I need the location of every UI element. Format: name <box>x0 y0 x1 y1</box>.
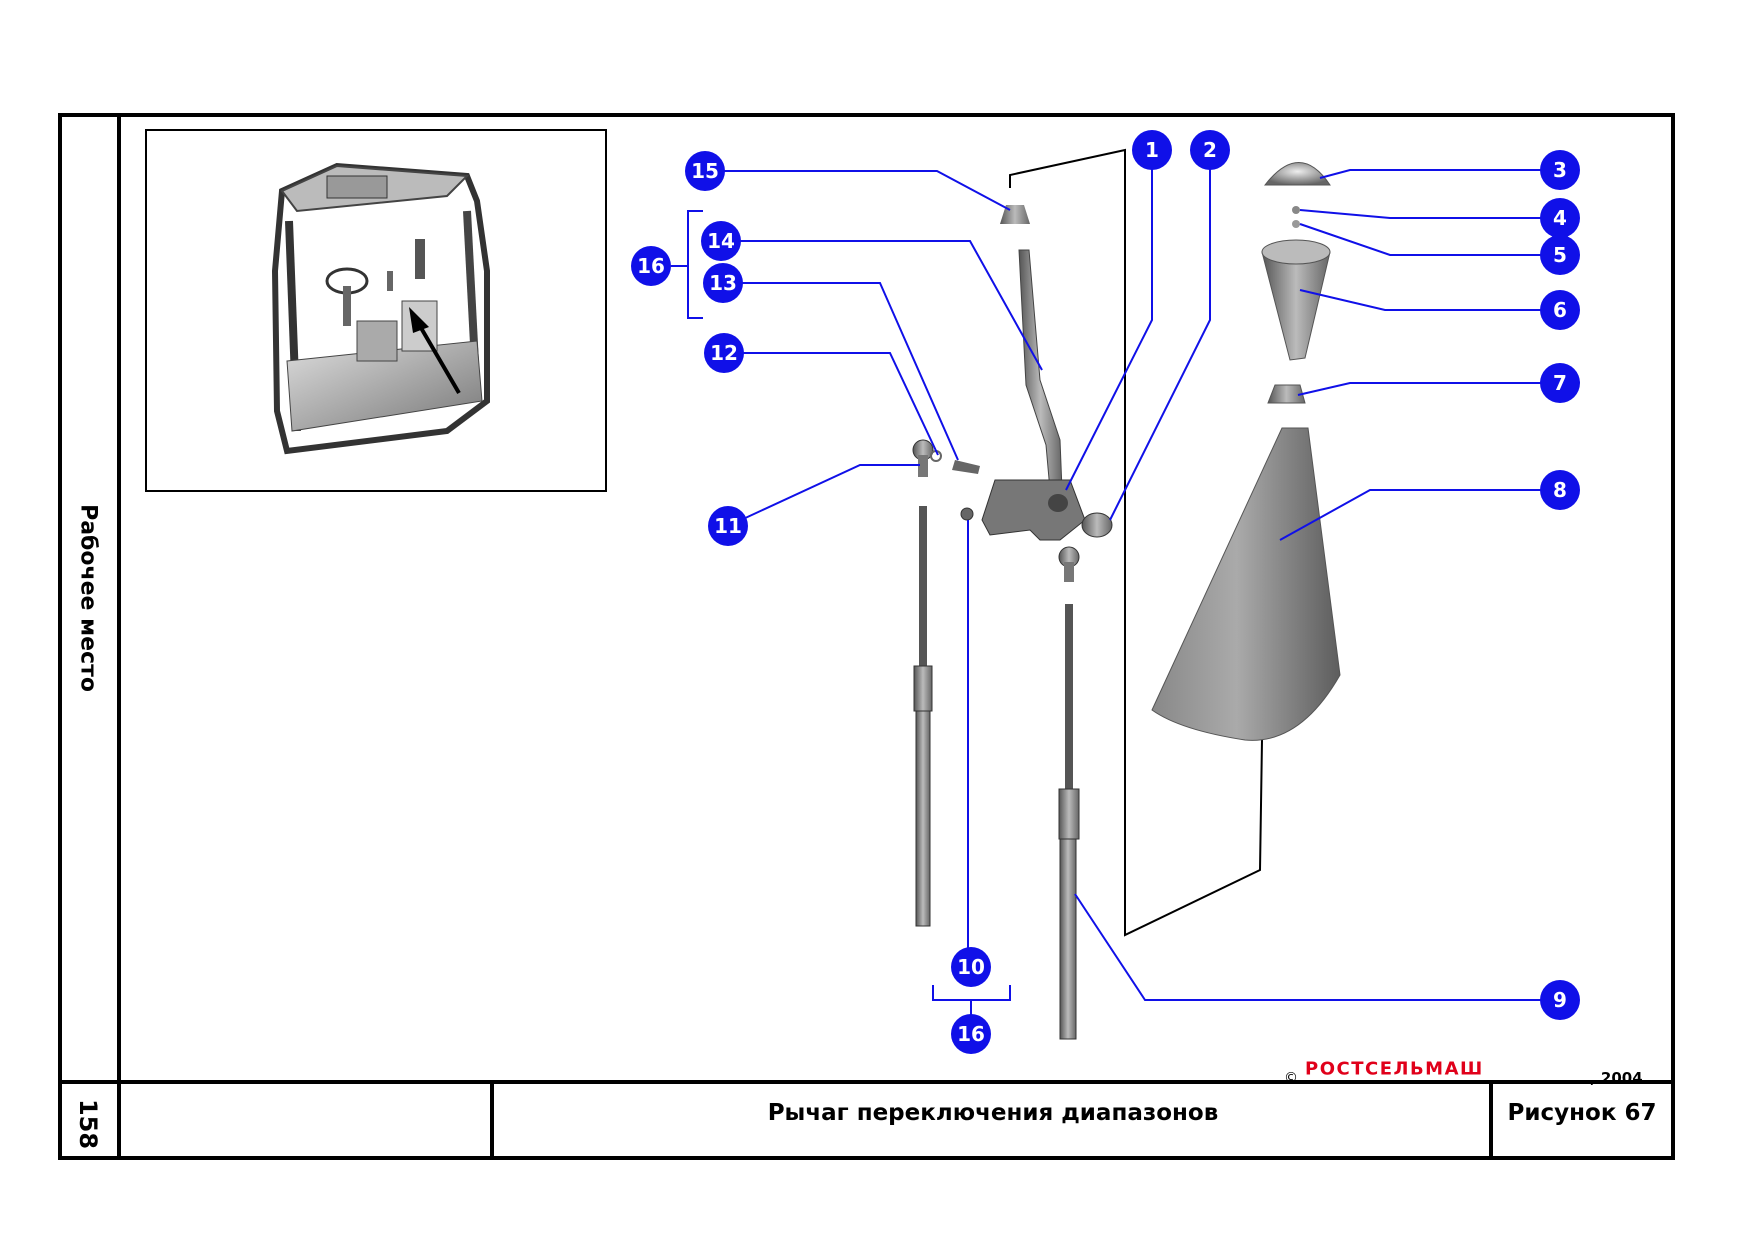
callout-4: 4 <box>1540 198 1580 238</box>
copyright-year: , 2004 <box>1590 1069 1643 1087</box>
callout-8: 8 <box>1540 470 1580 510</box>
leader-6 <box>1299 289 1550 311</box>
part-11-socket <box>918 455 928 477</box>
callout-7: 7 <box>1540 363 1580 403</box>
leader-8 <box>1279 489 1550 541</box>
callout-14: 14 <box>701 221 741 261</box>
right-cable-rod <box>1065 604 1073 789</box>
svg-text:9: 9 <box>1553 988 1567 1012</box>
part-7-collar <box>1267 384 1306 404</box>
leader-5 <box>1299 223 1550 256</box>
svg-text:10: 10 <box>957 955 985 979</box>
leader-11 <box>727 464 920 527</box>
callout-11: 11 <box>708 506 748 546</box>
callout-6: 6 <box>1540 290 1580 330</box>
left-cable-adjuster <box>913 665 933 712</box>
page-number-divider <box>58 1080 121 1084</box>
part-3-knob-top <box>1263 162 1331 186</box>
svg-text:2: 2 <box>1203 138 1217 162</box>
callouts: 1 2 3 4 5 6 7 8 9 10 11 12 13 14 15 16 1… <box>631 130 1580 1054</box>
callout-15: 15 <box>685 151 725 191</box>
title-block-separator-1 <box>490 1082 494 1158</box>
leader-4 <box>1299 209 1550 219</box>
part-1-bore <box>1048 494 1068 512</box>
part-4-washer <box>1292 206 1300 214</box>
svg-text:5: 5 <box>1553 243 1567 267</box>
svg-text:8: 8 <box>1553 478 1567 502</box>
part-13-bolt <box>952 460 980 474</box>
cab-illustration <box>271 162 490 455</box>
leader-12 <box>724 352 939 456</box>
figure-number: Рисунок 67 <box>1507 1100 1657 1126</box>
svg-text:6: 6 <box>1553 298 1567 322</box>
leader-13 <box>723 282 959 461</box>
leader-lines <box>671 150 1550 1015</box>
assembly-lines <box>1009 148 1263 937</box>
leader-7 <box>1297 382 1550 396</box>
right-cable-adjuster <box>1058 788 1080 840</box>
callout-10: 10 <box>951 947 991 987</box>
part-1-housing <box>981 479 1086 541</box>
leader-1 <box>1065 150 1153 491</box>
title-block-separator-2 <box>1489 1082 1493 1158</box>
title-block-divider <box>119 1080 1675 1084</box>
callout-9: 9 <box>1540 980 1580 1020</box>
assembly-line-a <box>1009 148 1263 937</box>
callout-2: 2 <box>1190 130 1230 170</box>
callout-1: 1 <box>1132 130 1172 170</box>
drawing-frame <box>58 113 1675 1160</box>
part-10-nut <box>960 507 974 521</box>
brand-logo: РОСТСЕЛЬМАШ <box>1305 1058 1484 1080</box>
leader-14 <box>721 240 1043 371</box>
svg-text:13: 13 <box>709 271 737 295</box>
svg-text:16: 16 <box>637 254 665 278</box>
bracket-16-lower <box>932 985 1011 1001</box>
left-cable-rod <box>919 506 927 666</box>
svg-text:7: 7 <box>1553 371 1567 395</box>
copyright-symbol: © <box>1284 1070 1298 1086</box>
figure-caption: Рычаг переключения диапазонов <box>767 1100 1219 1126</box>
part-8-boot <box>1151 427 1341 741</box>
left-cable-sleeve <box>915 710 931 927</box>
svg-text:12: 12 <box>710 341 738 365</box>
part-2-bushing <box>1081 512 1113 538</box>
side-column <box>58 113 121 1160</box>
callout-5: 5 <box>1540 235 1580 275</box>
callout-16-upper: 16 <box>631 246 671 286</box>
svg-text:1: 1 <box>1145 138 1159 162</box>
svg-text:16: 16 <box>957 1022 985 1046</box>
callout-13: 13 <box>703 263 743 303</box>
leader-9 <box>1074 893 1550 1001</box>
svg-text:4: 4 <box>1553 206 1567 230</box>
callout-3: 3 <box>1540 150 1580 190</box>
leader-15 <box>705 170 1011 211</box>
part-6-knob-rim <box>1261 239 1331 265</box>
parts <box>912 162 1341 1040</box>
callout-16-lower: 16 <box>951 1014 991 1054</box>
svg-text:15: 15 <box>691 159 719 183</box>
part-5-washer <box>1292 220 1300 228</box>
svg-text:11: 11 <box>714 514 742 538</box>
bracket-16-upper <box>687 210 703 319</box>
part-14-lever <box>1018 249 1063 491</box>
callout-12: 12 <box>704 333 744 373</box>
leader-3 <box>1319 169 1550 179</box>
svg-text:3: 3 <box>1553 158 1567 182</box>
right-socket <box>1064 562 1074 582</box>
part-9-cable <box>1059 838 1077 1040</box>
svg-text:14: 14 <box>707 229 735 253</box>
leader-2 <box>1109 150 1211 521</box>
cab-location-inset <box>145 129 607 492</box>
